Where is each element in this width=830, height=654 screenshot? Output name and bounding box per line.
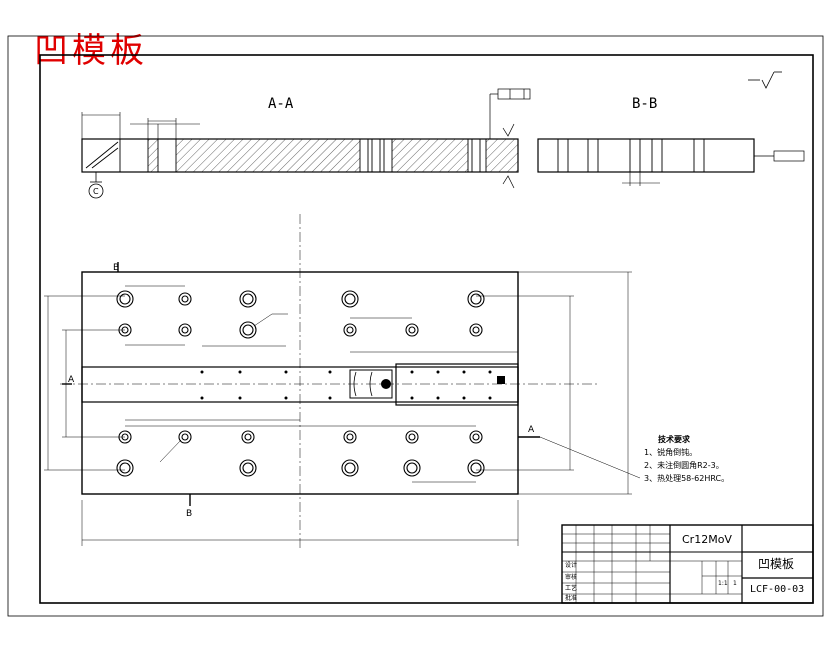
- approval-approve: 批准: [565, 595, 578, 602]
- section-b-title: B-B: [632, 96, 658, 112]
- cut-b-label-bottom: B: [186, 509, 192, 519]
- approval-design: 设计: [565, 562, 578, 569]
- technical-note-1: 1、锐角倒钝。: [644, 448, 698, 457]
- cut-a-label-left: A: [68, 375, 75, 385]
- section-a-title: A-A: [268, 96, 294, 112]
- section-b-view: [537, 138, 805, 186]
- approval-review: 审核: [565, 574, 578, 581]
- cut-b-label-top: B: [113, 263, 119, 273]
- title-block: [561, 524, 814, 604]
- technical-notes-title: 技术要求: [658, 435, 690, 444]
- technical-note-2: 2、未注倒圆角R2-3。: [644, 461, 724, 470]
- roughness-symbol: [748, 71, 782, 89]
- cut-a-label-right: A: [528, 425, 535, 435]
- part-name: 凹模板: [758, 557, 795, 571]
- section-a-view: C: [81, 88, 531, 199]
- scale-value: 1:1: [718, 580, 728, 587]
- approval-process: 工艺: [565, 585, 578, 592]
- sheet-value: 1: [733, 580, 737, 587]
- datum-c-label: C: [93, 187, 99, 196]
- plan-view: B B A A: [44, 214, 641, 548]
- outer-border: [7, 35, 824, 617]
- material-label: Cr12MoV: [682, 533, 732, 546]
- drawing-number: LCF-00-03: [750, 584, 805, 595]
- stamp-title: 凹模板: [34, 31, 148, 71]
- technical-note-3: 3、热处理58-62HRC。: [644, 474, 730, 483]
- technical-notes: 技术要求 1、锐角倒钝。 2、未注倒圆角R2-3。 3、热处理58-62HRC。: [644, 433, 764, 485]
- inner-border: [39, 54, 814, 604]
